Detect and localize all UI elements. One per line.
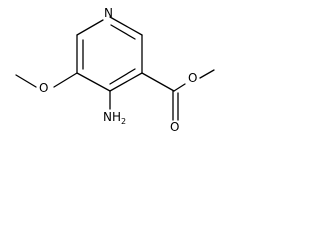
methoxy-oxygen-label: O — [39, 81, 48, 95]
bond-carbonyl-o-ester — [173, 83, 186, 92]
amino-label-main: NH — [103, 110, 121, 124]
ring-nitrogen-label: N — [104, 6, 113, 20]
methyl-ester-group — [141, 69, 215, 121]
amino-label: NH2 — [103, 110, 126, 126]
bond-c3-c4 — [109, 72, 143, 92]
chemical-structure-drawing: N O O O NH2 — [15, 6, 215, 134]
bond-c4-c5 — [76, 72, 111, 92]
bond-o-ch3 — [15, 74, 37, 88]
amino-label-subscript: 2 — [121, 117, 126, 126]
bond-c6-n1 — [76, 19, 104, 36]
bond-n1-c2 — [109, 16, 143, 36]
double-bond-c3-c4-inner — [109, 68, 136, 85]
bond-c5-o — [53, 72, 78, 88]
carbonyl-oxygen-label: O — [170, 120, 179, 134]
pyridine-ring — [76, 16, 143, 92]
bond-o-methyl — [199, 69, 215, 79]
ester-oxygen-label: O — [188, 71, 197, 85]
double-bond-n1-c2-inner — [110, 24, 136, 40]
methoxy-group — [15, 72, 78, 88]
bond-c3-carbonyl — [141, 72, 175, 92]
